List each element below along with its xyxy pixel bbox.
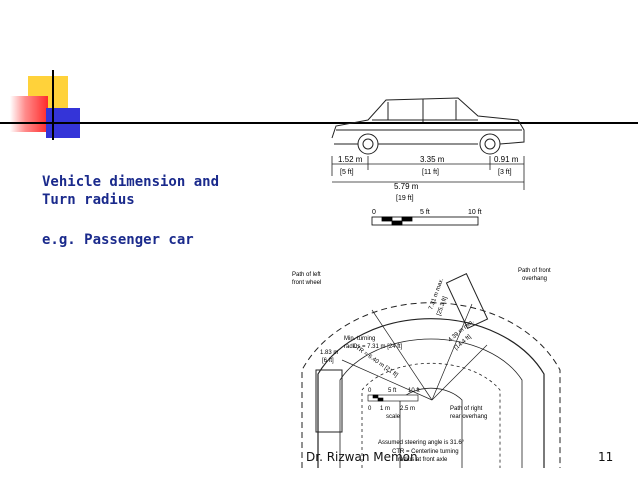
dim-rear-ft: [3 ft]	[498, 169, 512, 176]
page-number: 11	[598, 450, 614, 464]
decor-vertical-line	[52, 70, 54, 140]
label-front-overhang-1: Path of front	[518, 268, 551, 274]
footer-author: Dr. Rizwan Memon	[306, 450, 418, 464]
car-dimension-diagram: 1.52 m [5 ft] 3.35 m [11 ft] 0.91 m [3 f…	[331, 97, 525, 226]
label-min-turning-1: Min. turning	[344, 336, 375, 342]
decor-square-red	[10, 96, 48, 132]
turn-scale-10ft: 10 ft	[408, 388, 420, 394]
note-1: Assumed steering angle is 31.6°	[378, 440, 465, 446]
dim-front-ft: [5 ft]	[340, 169, 354, 176]
car-scale-0: 0	[372, 209, 376, 216]
dim-mid: 3.35 m	[420, 155, 445, 164]
label-front-overhang-2: overhang	[522, 276, 547, 282]
turn-scale-0m: 0	[368, 406, 372, 412]
label-6ft: [6 ft]	[322, 358, 334, 364]
slide-title-line1: Vehicle dimension and	[42, 174, 220, 190]
dim-front: 1.52 m	[338, 155, 363, 164]
dim-rear: 0.91 m	[494, 155, 519, 164]
label-left-wheel-1: Path of left	[292, 272, 321, 278]
turn-scale-5ft: 5 ft	[388, 388, 397, 394]
label-183: 1.83 m	[320, 350, 338, 356]
turn-scale-1m: 1 m	[380, 406, 390, 412]
slide-subtitle: e.g. Passenger car	[42, 232, 194, 248]
slide-title-line2: Turn radius	[42, 192, 135, 208]
turn-scale-0: 0	[368, 388, 372, 394]
note-2: CTR = Centerline turning	[392, 449, 459, 455]
dim-total: 5.79 m	[394, 182, 419, 191]
label-rear-overhang-2: rear overhang	[450, 414, 487, 420]
turn-scale-25m: 2.5 m	[400, 406, 415, 412]
turning-radius-diagram: Path of left front wheel Path of front o…	[292, 268, 561, 468]
car-scale-5: 5 ft	[420, 209, 430, 216]
label-rear-overhang-1: Path of right	[450, 406, 483, 412]
label-left-wheel-2: front wheel	[292, 280, 321, 286]
note-3: radius at front axle	[398, 457, 448, 463]
turn-scale-word: scale	[386, 414, 401, 420]
decor-horizontal-line	[0, 122, 638, 124]
label-min-turning-2: radius = 7.31 m [24 ft]	[344, 344, 403, 350]
dim-mid-ft: [11 ft]	[422, 169, 439, 176]
car-scale-10: 10 ft	[468, 209, 482, 216]
dim-total-ft: [19 ft]	[396, 195, 414, 202]
